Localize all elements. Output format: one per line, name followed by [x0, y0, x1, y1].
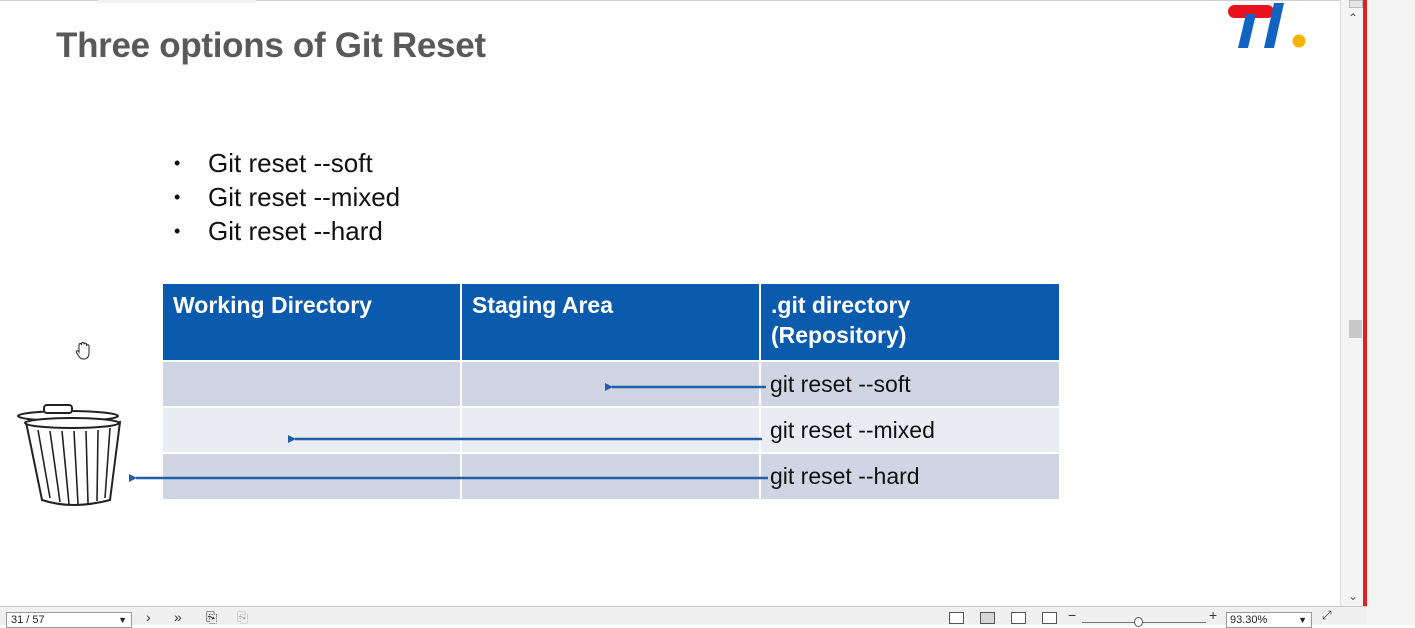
command-mixed: git reset --mixed: [761, 408, 1059, 452]
continuous-view-icon[interactable]: [980, 612, 995, 624]
fullscreen-icon[interactable]: ⤢: [1322, 608, 1332, 622]
trash-can-icon: [17, 404, 122, 506]
scroll-down-icon[interactable]: ⌄: [1348, 589, 1359, 603]
zoom-slider-thumb[interactable]: [1134, 617, 1143, 627]
reset-table: Working Directory Staging Area .git dire…: [163, 284, 1059, 499]
command-soft: git reset --soft: [761, 362, 1059, 406]
header-git-directory: .git directory (Repository): [761, 284, 1059, 360]
bullet-list: •Git reset --soft •Git reset --mixed •Gi…: [174, 146, 400, 248]
page-indicator: 31 / 57: [11, 614, 45, 626]
scrollbar-thumb[interactable]: [1349, 320, 1362, 338]
window-edge: [1363, 0, 1367, 606]
next-page-icon[interactable]: ›: [146, 609, 151, 625]
right-pane: [1367, 0, 1415, 625]
chevron-down-icon: ▼: [118, 615, 127, 625]
hand-cursor-icon: [75, 341, 90, 360]
zoom-slider[interactable]: [1082, 622, 1206, 623]
top-tab-edge: [98, 0, 256, 3]
vertical-scrollbar[interactable]: ⌃ ⌄: [1340, 0, 1367, 606]
bullet-text: Git reset --hard: [208, 215, 383, 246]
two-page-continuous-view-icon[interactable]: [1042, 612, 1057, 624]
zoom-out-button[interactable]: −: [1068, 607, 1077, 623]
slide-canvas: Three options of Git Reset •Git reset --…: [0, 0, 1340, 506]
go-forward-icon[interactable]: ⎘: [237, 609, 249, 625]
table-cell: [163, 362, 460, 406]
table-cell: [462, 362, 759, 406]
two-page-view-icon[interactable]: [1011, 612, 1026, 624]
table-cell: [462, 454, 759, 499]
table-cell: [163, 408, 460, 452]
chevron-down-icon: ▼: [1298, 615, 1307, 625]
slide-title: Three options of Git Reset: [56, 26, 486, 65]
top-border: [0, 0, 1340, 1]
page-select[interactable]: 31 / 57 ▼: [6, 612, 132, 628]
table-cell: [462, 408, 759, 452]
command-hard: git reset --hard: [761, 454, 1059, 499]
bullet-item: •Git reset --hard: [174, 215, 383, 246]
bullet-item: •Git reset --soft: [174, 147, 373, 178]
zoom-value: 93.30%: [1230, 614, 1268, 626]
status-bar: 31 / 57 ▼ › » ⎘ ⎘ − + 93.30% ▼ ⤢: [0, 606, 1367, 628]
single-page-view-icon[interactable]: [949, 612, 964, 624]
last-page-icon[interactable]: »: [174, 609, 182, 625]
bullet-item: •Git reset --mixed: [174, 181, 401, 212]
zoom-in-button[interactable]: +: [1209, 607, 1218, 623]
table-cell: [163, 454, 460, 499]
header-staging-area: Staging Area: [462, 284, 759, 360]
scroll-up-icon[interactable]: ⌃: [1348, 11, 1359, 25]
go-back-icon[interactable]: ⎘: [206, 609, 218, 625]
bullet-text: Git reset --soft: [208, 147, 373, 178]
bullet-text: Git reset --mixed: [208, 181, 401, 212]
logo-mark: [1228, 3, 1306, 48]
zoom-select[interactable]: 93.30% ▼: [1226, 612, 1312, 628]
header-working-directory: Working Directory: [163, 284, 460, 360]
scrollbar-top-button[interactable]: [1349, 0, 1363, 8]
